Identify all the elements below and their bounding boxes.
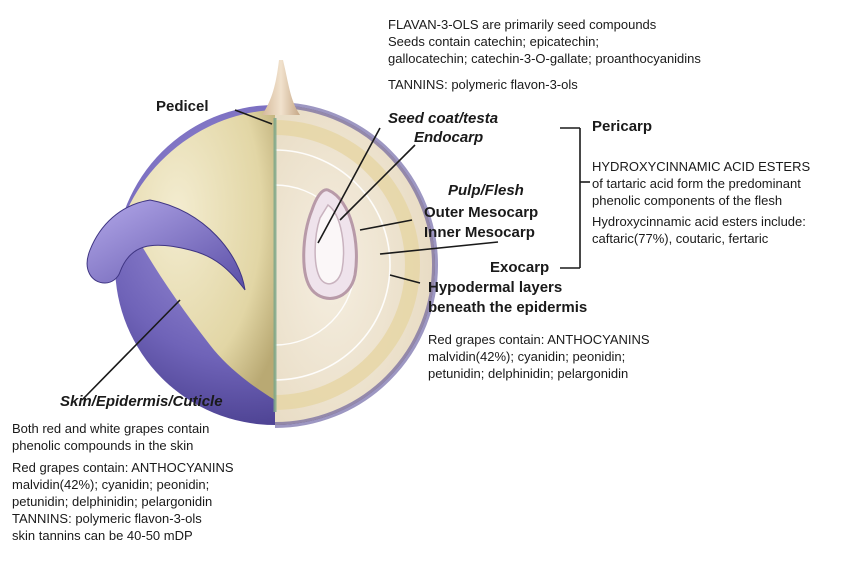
flesh-notes-line: of tartaric acid form the predominant	[592, 175, 810, 192]
skin-notes-line: malvidin(42%); cyanidin; peonidin;	[12, 476, 234, 493]
skin-notes-line: petunidin; delphinidin; pelargonidin	[12, 493, 234, 510]
label-endocarp: Endocarp	[414, 129, 483, 146]
label-inner-mesocarp: Inner Mesocarp	[424, 224, 535, 241]
skin-notes-line: phenolic compounds in the skin	[12, 437, 234, 454]
skin-notes-line: TANNINS: polymeric flavon-3-ols	[12, 510, 234, 527]
hypodermal-notes-line: Red grapes contain: ANTHOCYANINS	[428, 331, 650, 348]
label-seed-coat: Seed coat/testa	[388, 110, 498, 127]
label-hypodermal-line1: Hypodermal layers	[428, 279, 562, 296]
hypodermal-notes: Red grapes contain: ANTHOCYANINS malvidi…	[428, 331, 650, 382]
flesh-notes-line: caftaric(77%), coutaric, fertaric	[592, 230, 810, 247]
label-exocarp: Exocarp	[490, 259, 549, 276]
flesh-notes-line: HYDROXYCINNAMIC ACID ESTERS	[592, 158, 810, 175]
grape-berry	[115, 105, 440, 430]
label-pericarp: Pericarp	[592, 118, 652, 135]
label-pedicel: Pedicel	[156, 98, 209, 115]
label-hypodermal-line2: beneath the epidermis	[428, 299, 587, 316]
skin-notes: Both red and white grapes contain phenol…	[12, 420, 234, 544]
seed-notes-line: FLAVAN-3-OLS are primarily seed compound…	[388, 16, 701, 33]
label-outer-mesocarp: Outer Mesocarp	[424, 204, 538, 221]
flesh-notes-line: Hydroxycinnamic acid esters include:	[592, 213, 810, 230]
label-pulp-flesh: Pulp/Flesh	[448, 182, 524, 199]
skin-notes-line: skin tannins can be 40-50 mDP	[12, 527, 234, 544]
seed-notes-line: Seeds contain catechin; epicatechin;	[388, 33, 701, 50]
seed-notes: FLAVAN-3-OLS are primarily seed compound…	[388, 16, 701, 93]
pedicel-stem	[262, 60, 300, 115]
hypodermal-notes-line: petunidin; delphinidin; pelargonidin	[428, 365, 650, 382]
seed-tannins-note: TANNINS: polymeric flavon-3-ols	[388, 76, 701, 93]
seed-notes-line: gallocatechin; catechin-3-O-gallate; pro…	[388, 50, 701, 67]
flesh-notes-line: phenolic components of the flesh	[592, 192, 810, 209]
flesh-notes: HYDROXYCINNAMIC ACID ESTERS of tartaric …	[592, 158, 810, 247]
skin-notes-line: Red grapes contain: ANTHOCYANINS	[12, 459, 234, 476]
hypodermal-notes-line: malvidin(42%); cyanidin; peonidin;	[428, 348, 650, 365]
skin-notes-line: Both red and white grapes contain	[12, 420, 234, 437]
label-skin-epidermis-cuticle: Skin/Epidermis/Cuticle	[60, 393, 223, 410]
